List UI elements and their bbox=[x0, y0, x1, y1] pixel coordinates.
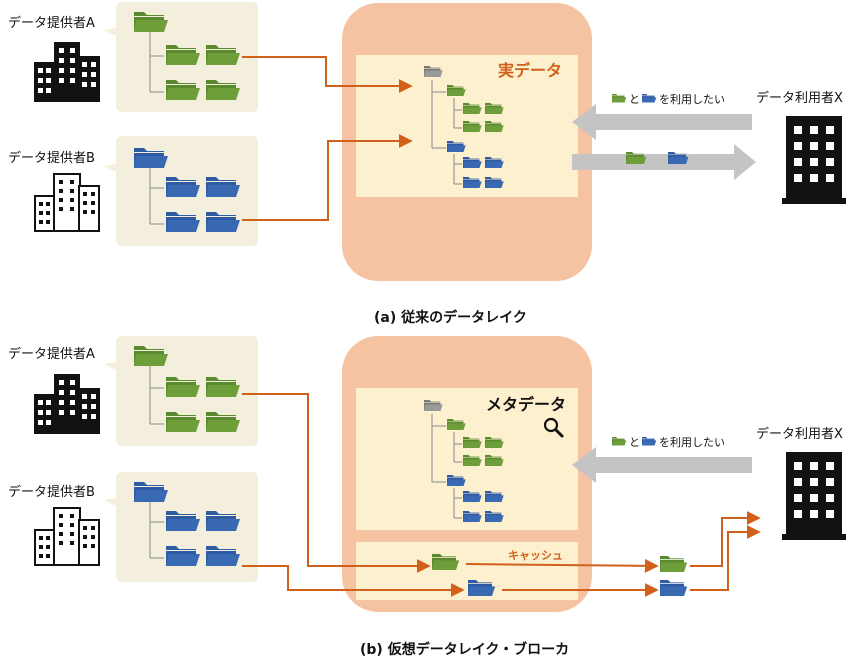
consumer-arrow bbox=[690, 525, 761, 591]
magnifier-icon bbox=[543, 417, 564, 438]
consumer-label: データ利用者X bbox=[756, 426, 843, 442]
request-arrow bbox=[572, 447, 752, 483]
folder-icon bbox=[463, 121, 482, 132]
provider-a-to-lake-arrow bbox=[242, 56, 413, 93]
provider-a-label: データ提供者A bbox=[8, 15, 95, 31]
request-text: と を利用したい bbox=[612, 436, 725, 449]
folder-icon bbox=[166, 377, 200, 397]
folder-icon bbox=[463, 103, 482, 114]
folder-icon bbox=[134, 148, 168, 168]
folder-icon bbox=[626, 152, 647, 164]
folder-icon bbox=[660, 556, 688, 572]
request-text: と を利用したい bbox=[612, 93, 725, 106]
folder-icon bbox=[668, 152, 689, 164]
folder-icon bbox=[485, 103, 504, 114]
folder-icon bbox=[206, 80, 240, 100]
folder-icon bbox=[166, 45, 200, 65]
provider-b: データ提供者B bbox=[8, 136, 258, 246]
request-connector: と bbox=[629, 436, 640, 449]
folder-icon bbox=[660, 580, 688, 596]
caption-a: (a) 従来のデータレイク bbox=[374, 309, 527, 326]
building-outline-icon bbox=[34, 173, 100, 232]
folder-icon bbox=[134, 482, 168, 502]
cached-folder-icon bbox=[468, 580, 496, 596]
folder-icon bbox=[166, 212, 200, 232]
folder-icon bbox=[166, 80, 200, 100]
folder-icon bbox=[166, 511, 200, 531]
cache-to-consumer-arrow bbox=[465, 558, 659, 573]
folder-icon bbox=[642, 94, 657, 103]
folder-icon bbox=[447, 85, 466, 96]
caption-b: (b) 仮想データレイク・ブローカ bbox=[360, 641, 569, 658]
provider-b-to-cache-arrow bbox=[242, 565, 465, 597]
provider-b-folder-tree bbox=[134, 148, 240, 232]
folder-icon bbox=[206, 45, 240, 65]
folder-icon bbox=[642, 437, 657, 446]
folder-icon bbox=[463, 511, 482, 522]
consumer-label: データ利用者X bbox=[756, 90, 843, 106]
folder-icon bbox=[612, 94, 627, 103]
folder-icon bbox=[612, 437, 627, 446]
provider-a-folder-tree bbox=[134, 346, 240, 432]
folder-icon bbox=[134, 12, 168, 32]
folder-icon bbox=[166, 177, 200, 197]
delivery-arrow bbox=[572, 144, 756, 180]
building-black-icon bbox=[34, 374, 100, 434]
lake-folder-tree bbox=[424, 66, 504, 188]
folder-icon bbox=[206, 377, 240, 397]
panel-b: データ提供者A データ提供者B bbox=[8, 336, 846, 658]
provider-b-folder-tree bbox=[134, 482, 240, 566]
folder-icon bbox=[485, 121, 504, 132]
folder-icon bbox=[206, 412, 240, 432]
panel-a: データ提供者A データ提供者B bbox=[8, 2, 846, 326]
folder-icon bbox=[206, 546, 240, 566]
folder-icon bbox=[134, 346, 168, 366]
provider-b-label: データ提供者B bbox=[8, 484, 95, 500]
store-label: メタデータ bbox=[486, 395, 566, 414]
provider-a-to-cache-arrow bbox=[242, 393, 431, 573]
metadata-folder-tree bbox=[424, 400, 504, 522]
provider-a: データ提供者A bbox=[8, 2, 258, 112]
folder-icon bbox=[424, 66, 443, 77]
folder-icon bbox=[166, 546, 200, 566]
provider-b-to-lake-arrow bbox=[242, 134, 413, 221]
request-connector: と bbox=[629, 93, 640, 106]
provider-a-label: データ提供者A bbox=[8, 346, 95, 362]
building-black-icon bbox=[34, 42, 100, 102]
folder-icon bbox=[485, 511, 504, 522]
cached-folder-icon bbox=[432, 554, 460, 570]
request-suffix: を利用したい bbox=[659, 93, 725, 106]
cache-label: キャッシュ bbox=[508, 549, 563, 562]
provider-b-label: データ提供者B bbox=[8, 150, 95, 166]
request-suffix: を利用したい bbox=[659, 436, 725, 449]
building-tower-icon bbox=[782, 116, 846, 204]
consumer-arrow bbox=[690, 511, 761, 567]
folder-icon bbox=[166, 412, 200, 432]
provider-a-folder-tree bbox=[134, 12, 240, 100]
folder-icon bbox=[206, 212, 240, 232]
store-label: 実データ bbox=[498, 61, 562, 80]
building-outline-icon bbox=[34, 507, 100, 566]
building-tower-icon bbox=[782, 452, 846, 540]
provider-b: データ提供者B bbox=[8, 472, 258, 582]
folder-icon bbox=[206, 177, 240, 197]
folder-icon bbox=[206, 511, 240, 531]
request-arrow bbox=[572, 104, 752, 140]
provider-a: データ提供者A bbox=[8, 336, 258, 446]
